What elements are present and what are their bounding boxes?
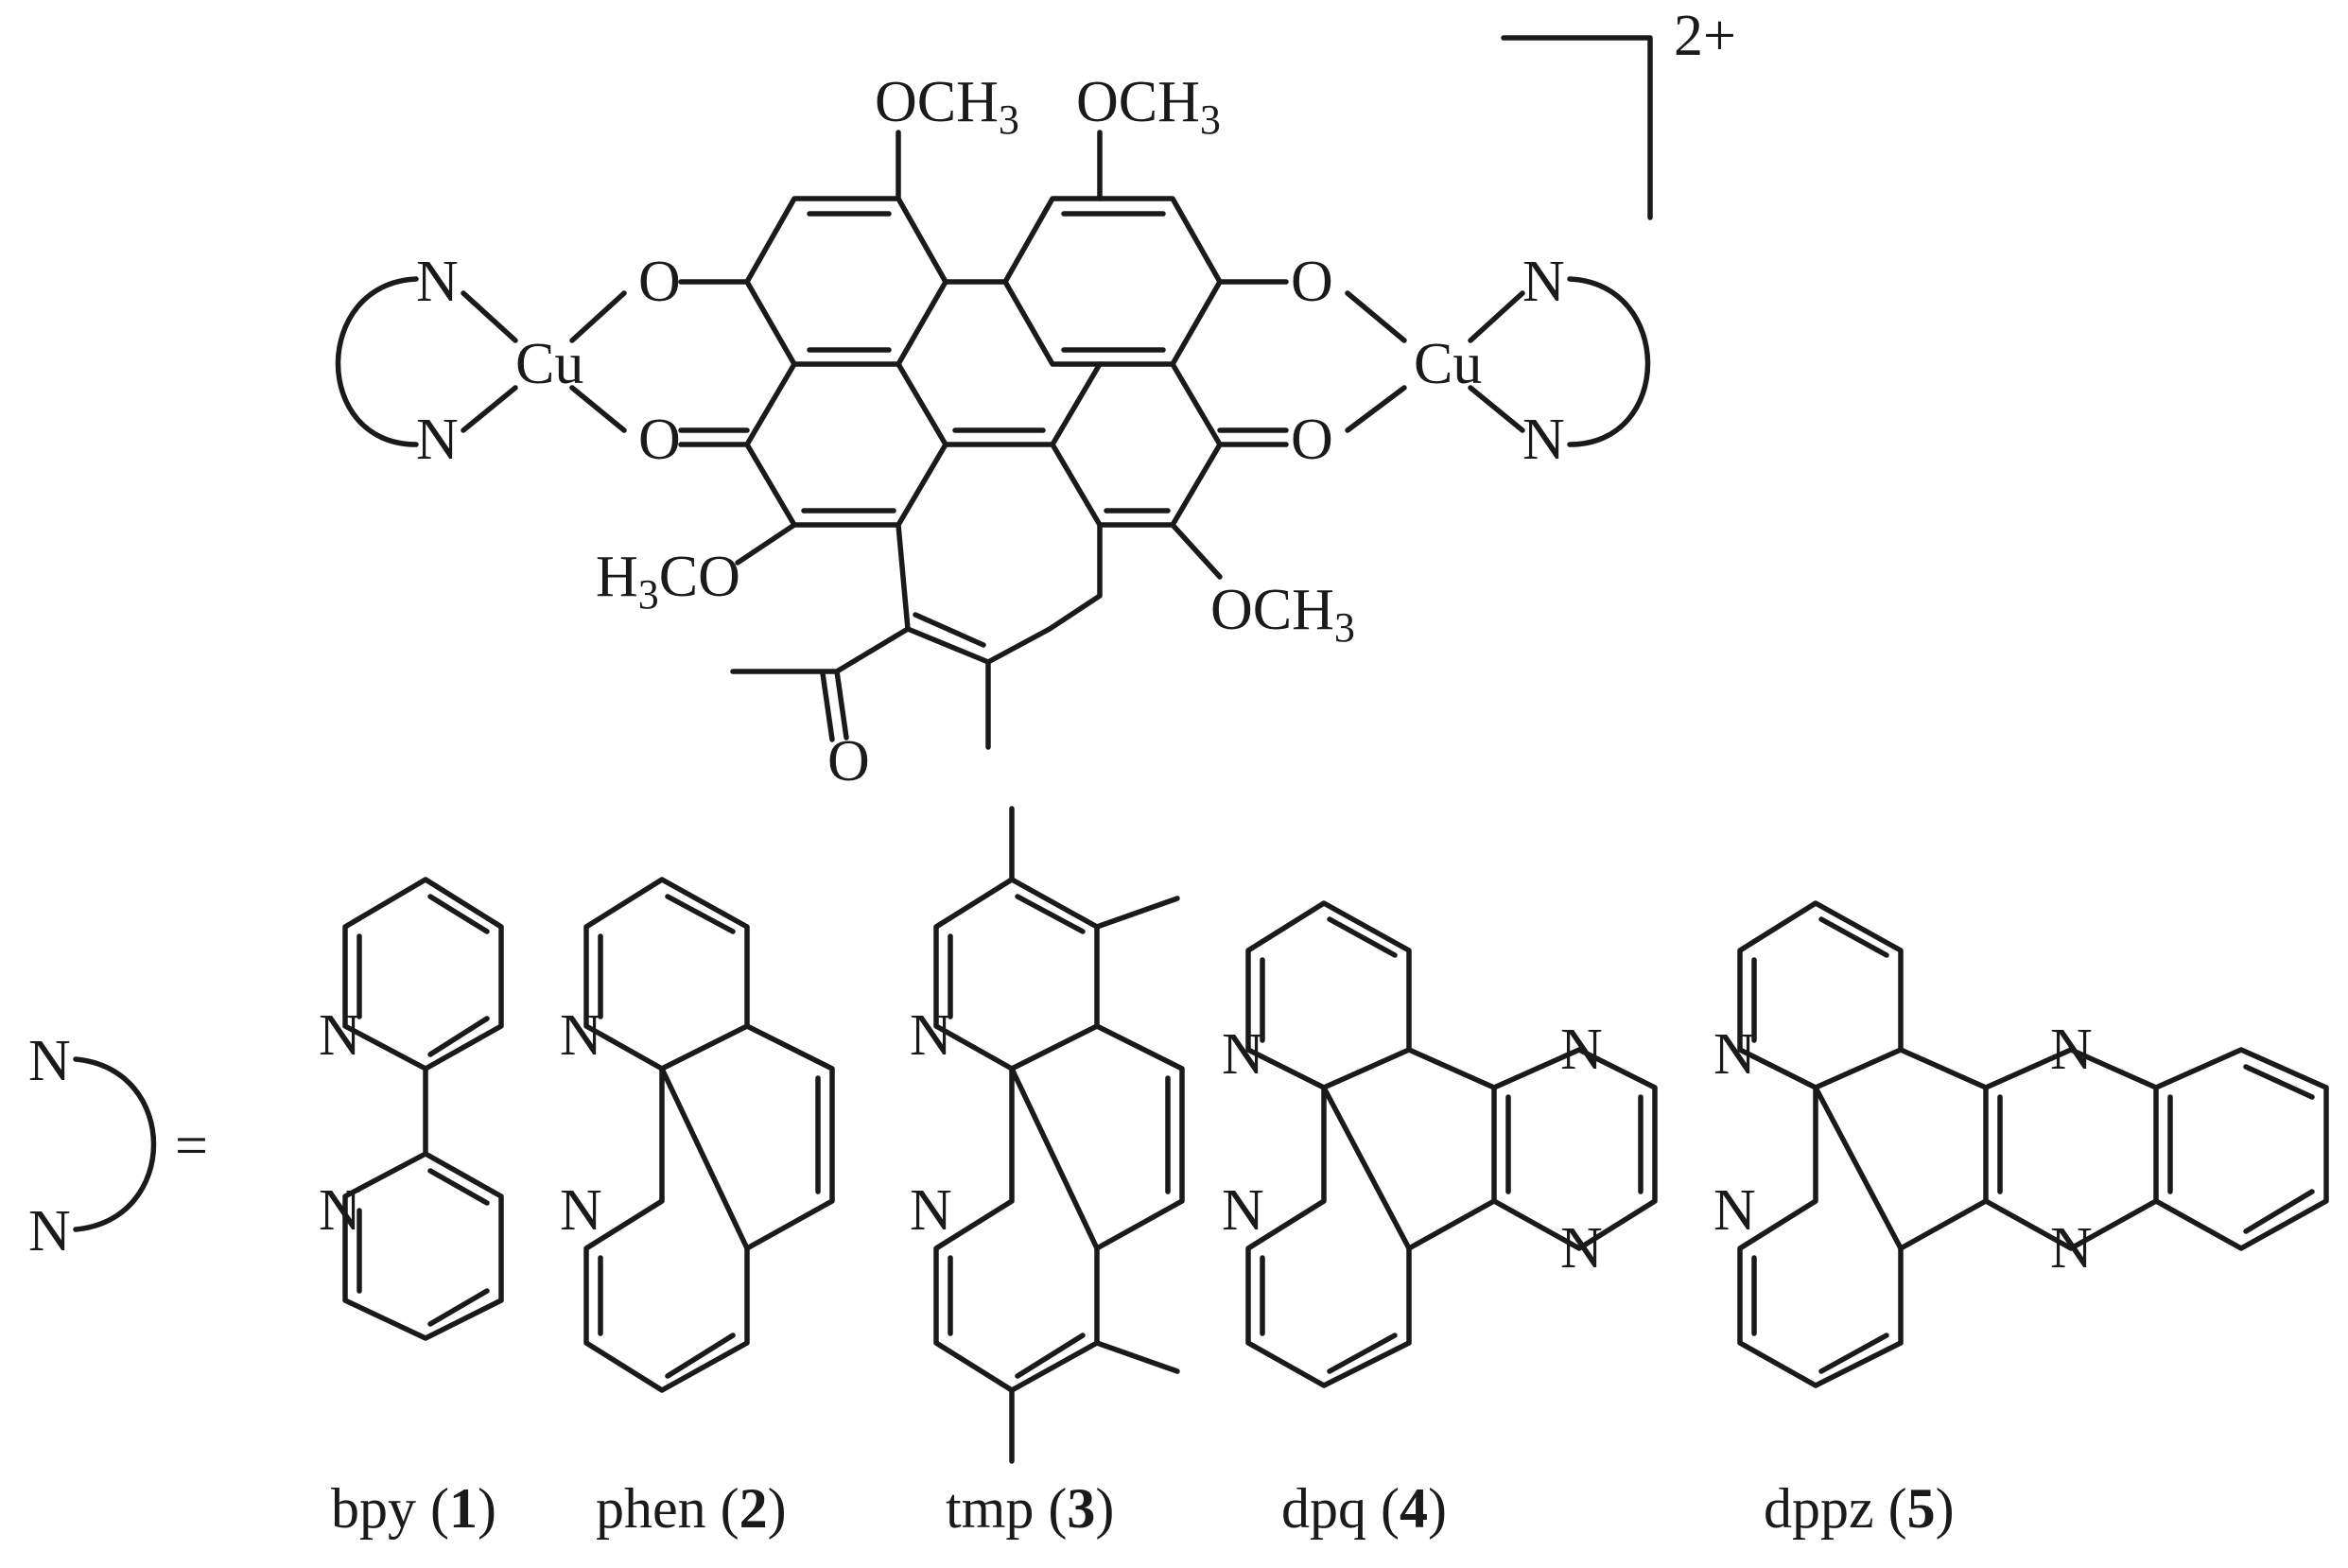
dpq-n-3: N	[1560, 1018, 1603, 1082]
tmp-n-top: N	[910, 1003, 952, 1068]
left-cu: Cu	[515, 332, 583, 396]
charge-label: 2+	[1674, 4, 1736, 68]
bpy-caption: bpy (1)	[331, 1477, 496, 1540]
dpq-n-2: N	[1222, 1178, 1264, 1243]
legend-n-bottom: N	[28, 1199, 71, 1263]
lower-left-h3co: H3CO	[596, 545, 740, 618]
phen-caption: phen (2)	[596, 1477, 787, 1540]
charge-bracket: 2+	[1501, 4, 1736, 220]
lower-right-och3: OCH3	[1210, 578, 1355, 651]
tmp-caption: tmp (3)	[946, 1477, 1114, 1540]
bpy-n-bottom: N	[319, 1178, 361, 1243]
left-n-bottom: N	[416, 408, 459, 472]
dppz-caption: dppz (5)	[1764, 1477, 1955, 1540]
dpq-n-4: N	[1560, 1216, 1603, 1281]
right-n-bottom: N	[1522, 408, 1565, 472]
phen-n-top: N	[560, 1003, 602, 1068]
ligand-phen: N N phen (2)	[560, 877, 835, 1540]
copper-complex: OCH3 OCH3 O O O O Cu Cu N N N N H3CO OCH…	[335, 70, 1651, 793]
right-n-top: N	[1522, 250, 1565, 314]
legend-n-top: N	[28, 1029, 71, 1093]
ligand-tmp: N N tmp (3)	[910, 806, 1185, 1540]
left-carbonyl-o: O	[638, 408, 681, 472]
legend-equals: =	[175, 1114, 208, 1178]
left-n-top: N	[416, 250, 459, 314]
ligand-dpq: N N N N dpq (4)	[1222, 900, 1658, 1540]
right-cu: Cu	[1414, 332, 1482, 396]
left-phenolate-o: O	[638, 250, 681, 314]
dppz-n-1: N	[1713, 1022, 1756, 1087]
right-phenolate-o: O	[1291, 250, 1333, 314]
dppz-n-4: N	[2050, 1216, 2093, 1281]
dppz-n-2: N	[1713, 1178, 1756, 1243]
top-left-och3: OCH3	[875, 70, 1019, 143]
tmp-n-bottom: N	[910, 1178, 952, 1243]
chelate-legend: N N =	[28, 1029, 208, 1263]
phen-n-bottom: N	[560, 1178, 602, 1243]
acetyl-o: O	[827, 729, 870, 793]
right-carbonyl-o: O	[1291, 408, 1333, 472]
bpy-n-top: N	[319, 1003, 361, 1068]
dpq-caption: dpq (4)	[1281, 1477, 1447, 1540]
dppz-n-3: N	[2050, 1018, 2093, 1082]
dpq-n-1: N	[1222, 1022, 1264, 1087]
ligand-bpy: N N bpy (1)	[319, 877, 504, 1540]
top-right-och3: OCH3	[1076, 70, 1221, 143]
ligand-dppz: N N N N dppz (5)	[1713, 900, 2329, 1540]
